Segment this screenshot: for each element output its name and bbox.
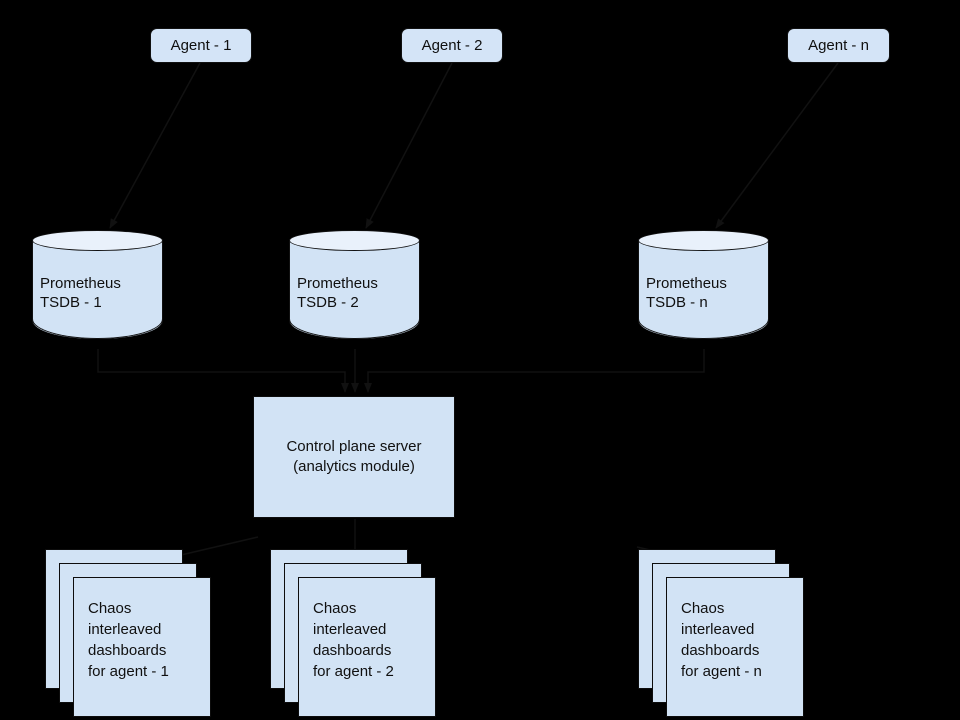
connector-tsdbn-to-control-plane [364, 349, 705, 393]
cylinder-top-ellipse [289, 230, 420, 251]
agent-badge-2-label: Agent - 2 [421, 37, 483, 54]
prometheus-tsdb-1[interactable]: Prometheus TSDB - 1 [32, 230, 163, 348]
dashboard-stack-2[interactable]: Chaos interleaved dashboards for agent -… [270, 549, 436, 717]
dashboard-stack-n-label: Chaos interleaved dashboards for agent -… [681, 600, 762, 680]
prometheus-tsdb-2-label: Prometheus TSDB - 2 [297, 275, 378, 311]
cylinder-top-ellipse [32, 230, 163, 251]
prometheus-tsdb-2[interactable]: Prometheus TSDB - 2 [289, 230, 420, 348]
control-plane-server-label: Control plane server (analytics module) [286, 438, 422, 475]
prometheus-tsdb-n-label: Prometheus TSDB - n [646, 275, 727, 311]
agent-badge-1-label: Agent - 1 [170, 37, 232, 54]
control-plane-server-box[interactable]: Control plane server (analytics module) [253, 396, 455, 518]
agent-badge-2[interactable]: Agent - 2 [401, 28, 503, 63]
cylinder-top-ellipse [638, 230, 769, 251]
agent-badge-1[interactable]: Agent - 1 [150, 28, 252, 63]
dashboard-stack-n[interactable]: Chaos interleaved dashboards for agent -… [638, 549, 804, 717]
agent-badge-n[interactable]: Agent - n [787, 28, 890, 63]
connector-agent1-to-tsdb1 [109, 62, 201, 229]
dashboard-stack-1[interactable]: Chaos interleaved dashboards for agent -… [45, 549, 211, 717]
cylinder-bottom-arc [32, 319, 163, 339]
dashboard-stack-2-label: Chaos interleaved dashboards for agent -… [313, 600, 394, 680]
dashboard-stack-1-label: Chaos interleaved dashboards for agent -… [88, 600, 169, 680]
prometheus-tsdb-1-label: Prometheus TSDB - 1 [40, 275, 121, 311]
connector-agent2-to-tsdb2 [365, 62, 453, 229]
agent-badge-n-label: Agent - n [808, 37, 869, 54]
cylinder-bottom-arc [289, 319, 420, 339]
prometheus-tsdb-n[interactable]: Prometheus TSDB - n [638, 230, 769, 348]
connector-agentn-to-tsdbn [715, 62, 839, 229]
dashboard-card-front[interactable]: Chaos interleaved dashboards for agent -… [666, 577, 804, 717]
connector-tsdb1-to-control-plane [97, 349, 349, 393]
dashboard-card-front[interactable]: Chaos interleaved dashboards for agent -… [298, 577, 436, 717]
dashboard-card-front[interactable]: Chaos interleaved dashboards for agent -… [73, 577, 211, 717]
cylinder-bottom-arc [638, 319, 769, 339]
